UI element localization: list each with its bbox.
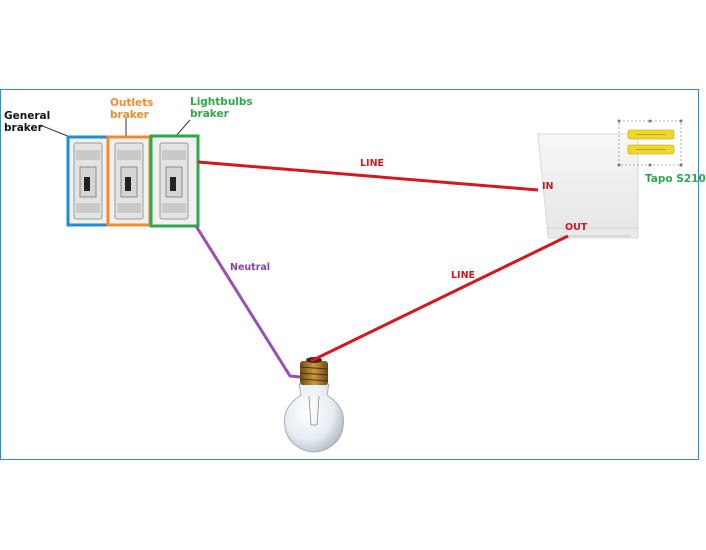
smart-switch [537, 133, 639, 239]
smart-switch-icon [617, 119, 683, 167]
line-label-bottom: LINE [451, 270, 476, 281]
lightbulbs-breaker [149, 134, 200, 228]
line-wire-out [310, 234, 569, 363]
outlets-breaker [106, 135, 152, 227]
outlets-breaker-label: Outlets braker [110, 97, 154, 121]
general-leader-line [39, 124, 71, 138]
lightbulbs-breaker-label: Lightbulbs braker [190, 96, 253, 120]
neutral-wire [194, 225, 301, 379]
circuit-breaker-icon [73, 142, 103, 220]
device-label: Tapo S210 [645, 173, 706, 185]
circuit-breaker-icon [159, 142, 189, 220]
light-bulb-icon [281, 354, 347, 454]
out-terminal-label: OUT [565, 222, 588, 233]
general-breaker [66, 135, 110, 227]
line-label-top: LINE [360, 158, 385, 169]
in-terminal-label: IN [542, 181, 554, 192]
lightbulbs-leader-line [174, 119, 191, 138]
line-wire-in [197, 160, 539, 192]
circuit-breaker-icon [114, 142, 144, 220]
neutral-label: Neutral [230, 262, 271, 273]
general-breaker-label: General braker [4, 110, 51, 134]
